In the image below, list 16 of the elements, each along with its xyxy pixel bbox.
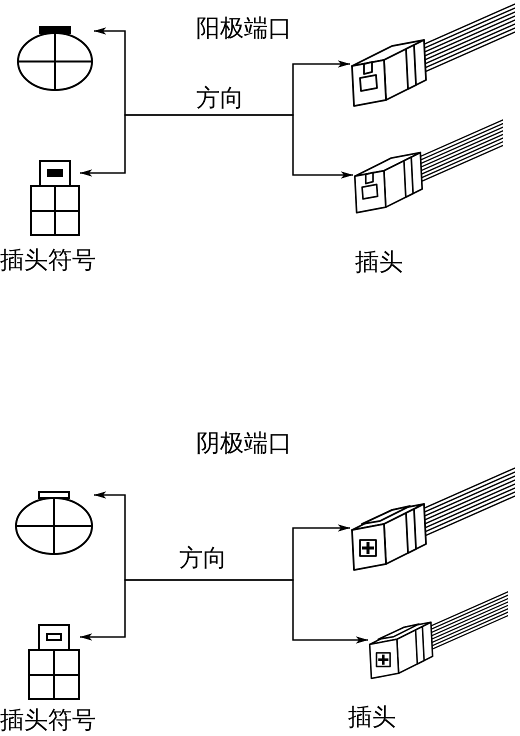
plug-symbol xyxy=(30,160,80,236)
heading: 阴极端口 xyxy=(196,429,292,457)
plug-drawing xyxy=(353,118,503,214)
node-label: 插头符号 xyxy=(0,706,96,734)
plug-drawing xyxy=(350,466,515,572)
oval-connector-symbol xyxy=(14,491,94,556)
plug-drawing xyxy=(368,590,508,680)
arrow xyxy=(80,114,353,178)
oval-connector-symbol xyxy=(16,26,94,92)
heading: 阳极端口 xyxy=(196,14,292,42)
plug-symbol xyxy=(28,624,80,700)
node-label: 插头符号 xyxy=(0,246,96,274)
plug-drawing xyxy=(350,2,515,108)
node-label: 插头 xyxy=(348,703,396,731)
arrow xyxy=(80,579,368,644)
node-label: 插头 xyxy=(355,248,403,276)
